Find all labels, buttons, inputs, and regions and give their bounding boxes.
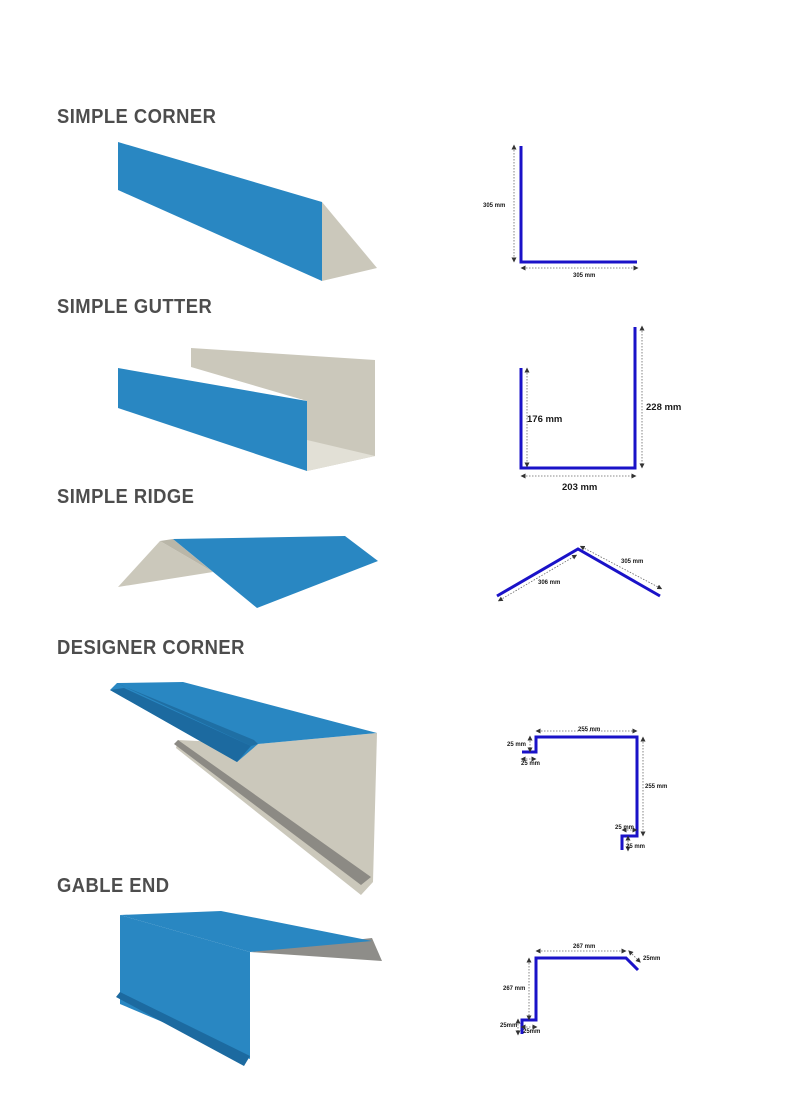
- section-title-simple-gutter: SIMPLE GUTTER: [57, 296, 213, 318]
- dim-label: 306 mm: [538, 580, 560, 586]
- designer-corner-profile: 255 mm 25 mm 25 mm 255 mm 25 mm 25 mm: [507, 727, 667, 852]
- dim-label: 305 mm: [483, 203, 505, 209]
- dim-label: 267 mm: [503, 986, 525, 992]
- dim-label: 228 mm: [646, 402, 681, 413]
- simple-gutter-profile: 176 mm 228 mm 203 mm: [519, 325, 681, 493]
- dim-label: 203 mm: [562, 482, 597, 493]
- dim-label: 176 mm: [527, 414, 562, 425]
- section-title-gable-end: GABLE END: [57, 875, 170, 897]
- section-title-simple-ridge: SIMPLE RIDGE: [57, 486, 195, 508]
- simple-corner-render: [118, 142, 377, 281]
- dim-label: 267 mm: [573, 944, 595, 950]
- dim-label: 25 mm: [626, 844, 645, 850]
- dim-label: 25mm: [523, 1029, 540, 1035]
- dim-label: 305 mm: [573, 273, 595, 279]
- section-title-simple-corner: SIMPLE CORNER: [57, 106, 217, 128]
- simple-gutter-render: [118, 348, 375, 471]
- gable-end-profile: 267 mm 25mm 267 mm 25mm 25mm: [500, 944, 660, 1036]
- dim-label: 255 mm: [645, 784, 667, 790]
- designer-corner-render: [110, 682, 377, 895]
- gable-end-render: [116, 911, 382, 1066]
- dim-label: 25 mm: [507, 742, 526, 748]
- dim-label: 25mm: [643, 956, 660, 962]
- simple-corner-profile: 305 mm 305 mm: [483, 144, 639, 279]
- dim-label: 305 mm: [621, 559, 643, 565]
- simple-ridge-profile: 305 mm 306 mm: [496, 545, 663, 602]
- section-title-designer-corner: DESIGNER CORNER: [57, 637, 245, 659]
- dim-label: 25 mm: [521, 761, 540, 767]
- dim-label: 25 mm: [615, 825, 634, 831]
- dim-label: 25mm: [500, 1023, 517, 1029]
- dim-label: 255 mm: [578, 727, 600, 733]
- simple-ridge-render: [118, 536, 378, 608]
